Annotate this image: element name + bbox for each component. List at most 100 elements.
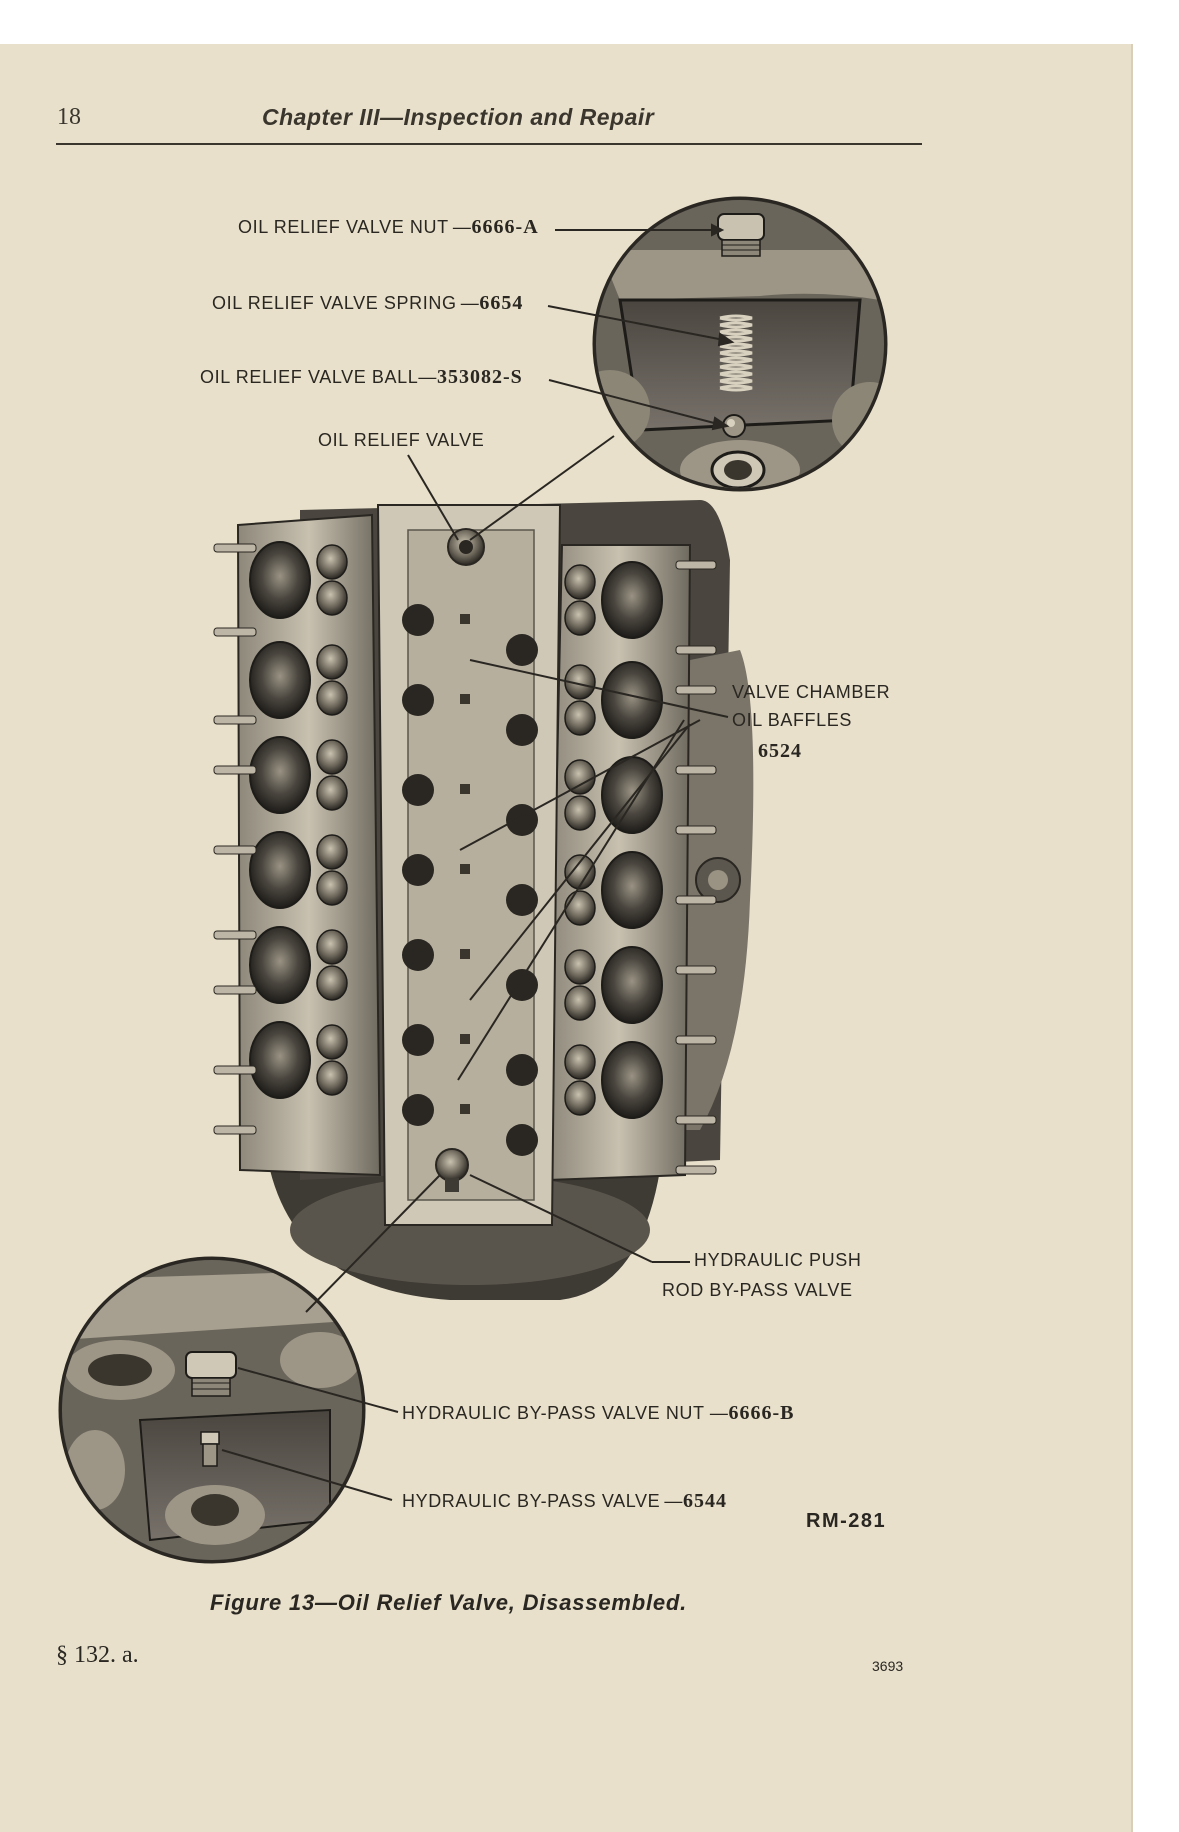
header-rule (56, 143, 922, 145)
label-ball-text: OIL RELIEF VALVE BALL— (200, 367, 437, 387)
valve-port (564, 1044, 596, 1080)
lifter-bore (402, 854, 434, 886)
lifter-bore (402, 1094, 434, 1126)
lifter-bore (402, 604, 434, 636)
spring-coil (719, 384, 753, 392)
label-rod-bypass-valve: ROD BY-PASS VALVE (662, 1280, 853, 1300)
head-stud (675, 765, 717, 775)
bottom-detail-inset (58, 1256, 366, 1564)
figure-ref: RM-281 (806, 1510, 887, 1532)
lifter-bore (402, 684, 434, 716)
head-stud (675, 645, 717, 655)
cylinder-bore (601, 561, 663, 639)
valve-port (564, 985, 596, 1021)
label-bypass-nut-text: HYDRAULIC BY-PASS VALVE NUT — (402, 1403, 729, 1423)
chapter-title: Chapter III—Inspection and Repair (262, 104, 655, 130)
valve-port (316, 644, 348, 680)
head-stud (213, 1065, 257, 1075)
oil-hole (460, 864, 470, 874)
spring-coil (719, 349, 753, 357)
oil-hole (460, 949, 470, 959)
head-stud (675, 895, 717, 905)
valve-port (564, 949, 596, 985)
head-stud (213, 543, 257, 553)
valve-port (316, 929, 348, 965)
oil-hole (460, 1034, 470, 1044)
top-detail-inset (592, 196, 888, 492)
valve-port (564, 1080, 596, 1116)
head-stud (213, 930, 257, 940)
label-hydraulic-push: HYDRAULIC PUSH (694, 1250, 862, 1270)
spring-coil (719, 356, 753, 364)
spring-coil (719, 377, 753, 385)
valve-port (564, 890, 596, 926)
cylinder-bore (249, 926, 311, 1004)
label-bypass-valve-text: HYDRAULIC BY-PASS VALVE — (402, 1491, 684, 1511)
label-ball-number: 353082-S (436, 366, 523, 388)
spring-coil (719, 342, 753, 350)
head-stud (675, 1115, 717, 1125)
valve-port (316, 775, 348, 811)
lifter-bore (506, 1054, 538, 1086)
valve-port (316, 680, 348, 716)
page-code: 3693 (872, 1658, 904, 1674)
head-stud (213, 765, 257, 775)
valve-port (564, 564, 596, 600)
head-stud (213, 1125, 257, 1135)
label-oil-relief-valve-ball: OIL RELIEF VALVE BALL—353082-S (200, 366, 523, 389)
label-oil-baffles: OIL BAFFLES (732, 710, 852, 730)
valve-port (316, 544, 348, 580)
cylinder-bore (601, 1041, 663, 1119)
page-number: 18 (57, 104, 81, 130)
cylinder-bore (249, 641, 311, 719)
cylinder-bore (249, 541, 311, 619)
oil-hole (460, 784, 470, 794)
valve-port (316, 1060, 348, 1096)
cylinder-bore (601, 946, 663, 1024)
label-bypass-nut-number: 6666-B (728, 1402, 795, 1424)
cylinder-bore (601, 851, 663, 929)
head-stud (675, 825, 717, 835)
lifter-bore (506, 714, 538, 746)
spring-coil (719, 321, 753, 329)
head-stud (213, 985, 257, 995)
label-spring-text: OIL RELIEF VALVE SPRING — (212, 293, 480, 313)
valve-port (564, 854, 596, 890)
figure-caption: Figure 13—Oil Relief Valve, Disassembled… (210, 1590, 688, 1615)
valve-port (564, 600, 596, 636)
spring-coil (719, 328, 753, 336)
label-valve-chamber: VALVE CHAMBER (732, 682, 891, 702)
section-reference: § 132. a. (56, 1642, 139, 1668)
label-baffles-number: 6524 (758, 740, 802, 762)
head-stud (675, 685, 717, 695)
oil-hole (460, 1104, 470, 1114)
valve-port (316, 739, 348, 775)
leader-lines (221, 223, 735, 1501)
lifter-bore (506, 884, 538, 916)
lifter-bore (506, 969, 538, 1001)
head-stud (675, 965, 717, 975)
valve-port (316, 1024, 348, 1060)
head-stud (213, 627, 257, 637)
head-stud (213, 715, 257, 725)
valve-port (564, 700, 596, 736)
oil-hole (460, 614, 470, 624)
label-bypass-valve-nut: HYDRAULIC BY-PASS VALVE NUT —6666-B (402, 1402, 795, 1425)
valve-port (316, 870, 348, 906)
spring-coil (719, 363, 753, 371)
lifter-bore (506, 1124, 538, 1156)
label-nut-number: 6666-A (471, 216, 539, 238)
label-bypass-valve: HYDRAULIC BY-PASS VALVE —6544 (402, 1490, 727, 1513)
cylinder-bore (249, 1021, 311, 1099)
label-nut-text: OIL RELIEF VALVE NUT — (238, 217, 472, 237)
head-stud (213, 845, 257, 855)
valve-port (564, 795, 596, 831)
label-spring-number: 6654 (479, 292, 524, 314)
head-stud (675, 1165, 717, 1175)
head-stud (675, 1035, 717, 1045)
cylinder-bore (601, 661, 663, 739)
valve-port (316, 965, 348, 1001)
valve-port (316, 834, 348, 870)
lifter-bore (506, 804, 538, 836)
